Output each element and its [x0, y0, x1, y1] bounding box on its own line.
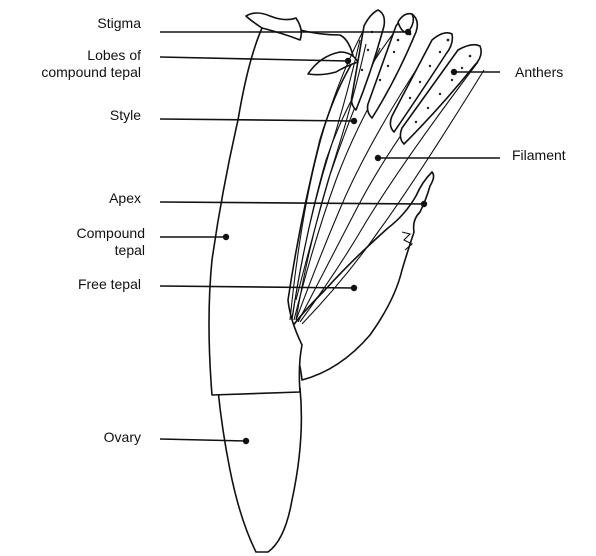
label-anthers: Anthers	[515, 64, 563, 80]
label-ovary: Ovary	[104, 429, 141, 445]
label-compound-line2: tepal	[115, 242, 145, 258]
label-apex: Apex	[109, 190, 141, 206]
label-compound-line1: Compound	[77, 225, 146, 241]
label-lobes-line1: Lobes of	[87, 47, 141, 63]
label-stigma: Stigma	[97, 15, 141, 31]
label-lobes-line2: compound tepal	[41, 64, 141, 80]
ovary-shape	[218, 388, 301, 552]
label-free-tepal: Free tepal	[78, 276, 141, 292]
apex-leader	[160, 202, 424, 204]
label-filament: Filament	[512, 147, 566, 163]
label-style: Style	[110, 107, 141, 123]
